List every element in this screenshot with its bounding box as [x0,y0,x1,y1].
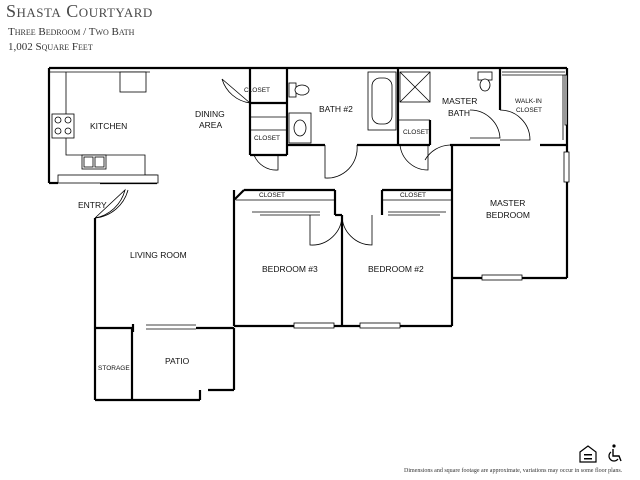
closet-label-bed3: CLOSET [259,192,285,199]
closet-walls [236,116,452,201]
master-bath-label-1: MASTER [442,96,477,106]
wheelchair-accessible-icon [608,444,622,462]
kitchen-label: KITCHEN [90,121,127,131]
entry-label: ENTRY [78,200,107,210]
bedroom3-label: BEDROOM #3 [262,264,318,274]
kitchen-fixtures [49,71,159,184]
closet-label-master-bath: CLOSET [403,129,429,136]
property-title: Shasta Courtyard [6,1,153,21]
equal-housing-icon [579,445,597,463]
master-bedroom-label-1: MASTER [490,198,525,208]
walls [47,66,569,402]
dining-label-2: AREA [199,120,222,130]
disclaimer: Dimensions and square footage are approx… [404,468,623,474]
windows [293,74,570,329]
closet-sliders [146,211,446,330]
unit-size: 1,002 Square Feet [8,41,93,53]
patio-label: PATIO [165,356,190,366]
walk-in-label-2: CLOSET [516,107,542,114]
living-room-label: LIVING ROOM [130,250,187,260]
bath-fixtures [288,71,565,144]
bedroom2-label: BEDROOM #2 [368,264,424,274]
closet-label-small: CLOSET [254,135,280,142]
unit-layout: Three Bedroom / Two Bath [8,26,135,38]
bath2-label: BATH #2 [319,104,353,114]
walk-in-label-1: WALK-IN [515,98,542,105]
storage-label: STORAGE [98,365,130,372]
dining-label-1: DINING [195,109,225,119]
master-bedroom-label-2: BEDROOM [486,210,530,220]
doors [94,78,531,246]
closet-label-dining: CLOSET [244,87,270,94]
master-bath-label-2: BATH [448,108,470,118]
closet-label-bed2: CLOSET [400,192,426,199]
